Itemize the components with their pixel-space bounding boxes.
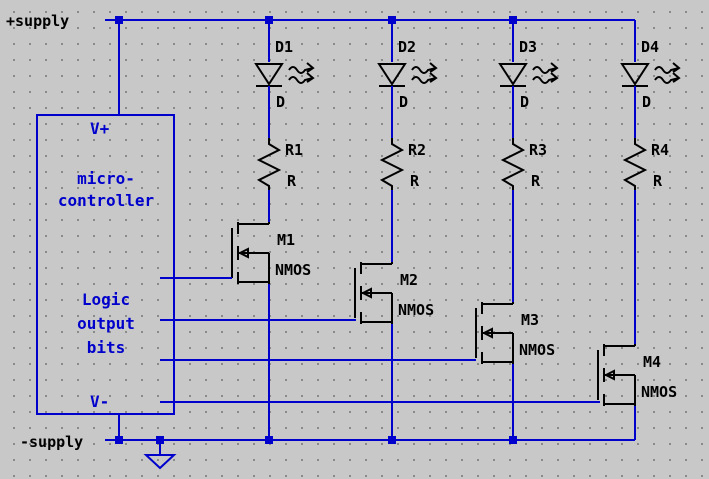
microcontroller-box bbox=[36, 114, 175, 415]
resistor-value-label: R bbox=[653, 172, 663, 190]
resistor-value-label: R bbox=[410, 172, 420, 190]
led-value-label: D bbox=[642, 93, 651, 111]
mosfet-type-label: NMOS bbox=[641, 383, 677, 401]
negative-supply-label: -supply bbox=[20, 433, 83, 451]
resistor-icon bbox=[379, 138, 405, 190]
junction-node bbox=[265, 16, 273, 24]
mosfet-ref-label: M4 bbox=[643, 353, 661, 371]
resistor-ref-label: R1 bbox=[285, 141, 303, 159]
junction-node bbox=[265, 436, 273, 444]
junction-node bbox=[388, 16, 396, 24]
resistor-icon bbox=[500, 138, 526, 190]
led-ref-label: D4 bbox=[641, 38, 659, 56]
mosfet-ref-label: M3 bbox=[521, 311, 539, 329]
light-emission-icon bbox=[654, 62, 681, 84]
mosfet-type-label: NMOS bbox=[275, 261, 311, 279]
nmos-transistor-icon bbox=[475, 302, 514, 364]
controller-name-line2: controller bbox=[58, 191, 154, 210]
junction-node bbox=[509, 16, 517, 24]
logic-label-line3: bits bbox=[87, 338, 126, 357]
resistor-ref-label: R3 bbox=[529, 141, 547, 159]
nmos-transistor-icon bbox=[231, 222, 270, 284]
resistor-value-label: R bbox=[287, 172, 297, 190]
mosfet-type-label: NMOS bbox=[519, 341, 555, 359]
controller-name-line1: micro- bbox=[77, 169, 135, 188]
positive-supply-label: +supply bbox=[6, 12, 69, 30]
led-ref-label: D1 bbox=[275, 38, 293, 56]
ground-symbol bbox=[143, 454, 177, 470]
led-diode-icon bbox=[620, 63, 650, 86]
resistor-icon bbox=[622, 138, 648, 190]
led-ref-label: D2 bbox=[398, 38, 416, 56]
nmos-transistor-icon bbox=[354, 262, 393, 324]
junction-node bbox=[388, 436, 396, 444]
light-emission-icon bbox=[532, 62, 559, 84]
led-value-label: D bbox=[399, 93, 408, 111]
led-diode-icon bbox=[498, 63, 528, 86]
junction-node bbox=[156, 436, 164, 444]
resistor-value-label: R bbox=[531, 172, 541, 190]
led-value-label: D bbox=[520, 93, 529, 111]
vminus-pin-label: V- bbox=[90, 392, 109, 411]
resistor-icon bbox=[256, 138, 282, 190]
led-value-label: D bbox=[276, 93, 285, 111]
resistor-ref-label: R4 bbox=[651, 141, 669, 159]
light-emission-icon bbox=[411, 62, 438, 84]
mosfet-type-label: NMOS bbox=[398, 301, 434, 319]
led-ref-label: D3 bbox=[519, 38, 537, 56]
junction-node bbox=[509, 436, 517, 444]
led-diode-icon bbox=[377, 63, 407, 86]
junction-node bbox=[115, 436, 123, 444]
junction-node bbox=[115, 16, 123, 24]
logic-label-line2: output bbox=[77, 314, 135, 333]
nmos-transistor-icon bbox=[597, 344, 636, 406]
logic-label-line1: Logic bbox=[82, 290, 130, 309]
mosfet-ref-label: M1 bbox=[277, 231, 295, 249]
mosfet-ref-label: M2 bbox=[400, 271, 418, 289]
light-emission-icon bbox=[288, 62, 315, 84]
resistor-ref-label: R2 bbox=[408, 141, 426, 159]
vplus-pin-label: V+ bbox=[90, 119, 110, 138]
led-diode-icon bbox=[254, 63, 284, 86]
